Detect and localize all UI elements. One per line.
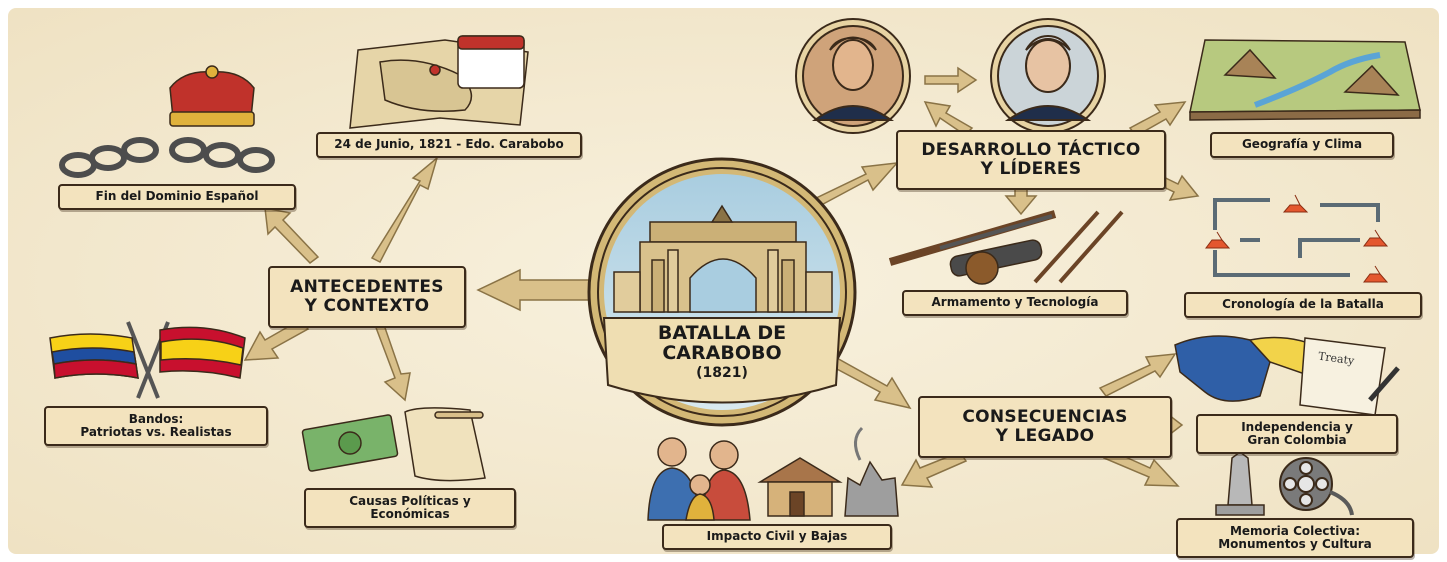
- hub-antecedentes-line1: ANTECEDENTES: [290, 277, 444, 298]
- center-title-line1: BATALLA DE: [657, 322, 787, 344]
- label-memoria-line1: Memoria Colectiva:: [1229, 523, 1361, 538]
- arrow-to-fin-dominio: [264, 207, 320, 264]
- hub-antecedentes: ANTECEDENTES Y CONTEXTO: [268, 266, 466, 328]
- arrow-to-fecha: [370, 155, 439, 264]
- label-bandos: Bandos: Patriotas vs. Realistas: [44, 406, 268, 446]
- weapons-icon: [888, 210, 1124, 285]
- explosion-icons: [1205, 194, 1389, 283]
- label-fin-dominio: Fin del Dominio Español: [58, 184, 296, 210]
- portrait-paez: [990, 18, 1106, 134]
- label-causas-line2: Económicas: [370, 507, 450, 521]
- arrow-to-impacto: [900, 451, 968, 488]
- center-title-line2: CARABOBO: [662, 341, 782, 364]
- film-reel-icon: [1279, 457, 1354, 516]
- arrow-to-memoria: [1102, 449, 1180, 487]
- label-causas-line1: Causas Políticas y: [349, 493, 471, 508]
- broken-chain-icon: [59, 137, 275, 178]
- label-bandos-line2: Patriotas vs. Realistas: [80, 425, 232, 439]
- portrait-bolivar: [795, 18, 911, 134]
- label-independencia-line2: Gran Colombia: [1247, 433, 1347, 447]
- chronology-flow-icon: [1213, 198, 1380, 277]
- hub-antecedentes-line2: Y CONTEXTO: [304, 296, 430, 316]
- hub-consecuencias: CONSECUENCIAS Y LEGADO: [918, 396, 1172, 458]
- arrow-to-causas: [374, 321, 411, 402]
- label-bandos-line1: Bandos:: [128, 411, 184, 426]
- hub-consecuencias-line2: Y LEGADO: [995, 426, 1095, 446]
- connector-arrows: [243, 66, 1200, 488]
- label-geografia: Geografía y Clima: [1210, 132, 1394, 158]
- center-title: BATALLA DE CARABOBO (1821): [622, 322, 822, 381]
- label-cronologia: Cronología de la Batalla: [1184, 292, 1422, 318]
- terrain-icon: [1189, 39, 1421, 121]
- label-impacto: Impacto Civil y Bajas: [662, 524, 892, 550]
- crossed-flags-icon: [49, 321, 246, 399]
- arrow-bolivar-to-paez: [924, 66, 978, 94]
- label-fecha: 24 de Junio, 1821 - Edo. Carabobo: [316, 132, 582, 158]
- triumphal-arch-illustration: [613, 204, 833, 313]
- money-scroll-icon: [301, 407, 486, 482]
- family-icon: [647, 437, 751, 521]
- hub-desarrollo-line2: Y LÍDERES: [980, 159, 1082, 179]
- hub-consecuencias-line1: CONSECUENCIAS: [962, 407, 1128, 428]
- arrow-to-independencia: [1098, 353, 1177, 397]
- center-medallion: [587, 157, 857, 427]
- label-armamento: Armamento y Tecnología: [902, 290, 1128, 316]
- crown-icon: [169, 65, 255, 127]
- ruined-house-icon: [757, 426, 899, 517]
- label-independencia-line1: Independencia y: [1241, 419, 1353, 434]
- label-causas: Causas Políticas y Económicas: [304, 488, 516, 528]
- label-independencia: Independencia y Gran Colombia: [1196, 414, 1398, 454]
- arrow-desarrollo-to-bolivar: [923, 101, 974, 136]
- arrow-to-bandos: [243, 319, 310, 361]
- label-memoria: Memoria Colectiva: Monumentos y Cultura: [1176, 518, 1414, 558]
- arrow-center-to-desarrollo: [806, 162, 899, 212]
- arrow-center-to-antecedentes: [476, 268, 596, 312]
- center-year: (1821): [696, 364, 748, 381]
- map-calendar-icon: [349, 35, 529, 129]
- hub-desarrollo-line1: DESARROLLO TÁCTICO: [921, 140, 1141, 161]
- hub-desarrollo: DESARROLLO TÁCTICO Y LÍDERES: [896, 130, 1166, 190]
- label-memoria-line2: Monumentos y Cultura: [1218, 537, 1372, 551]
